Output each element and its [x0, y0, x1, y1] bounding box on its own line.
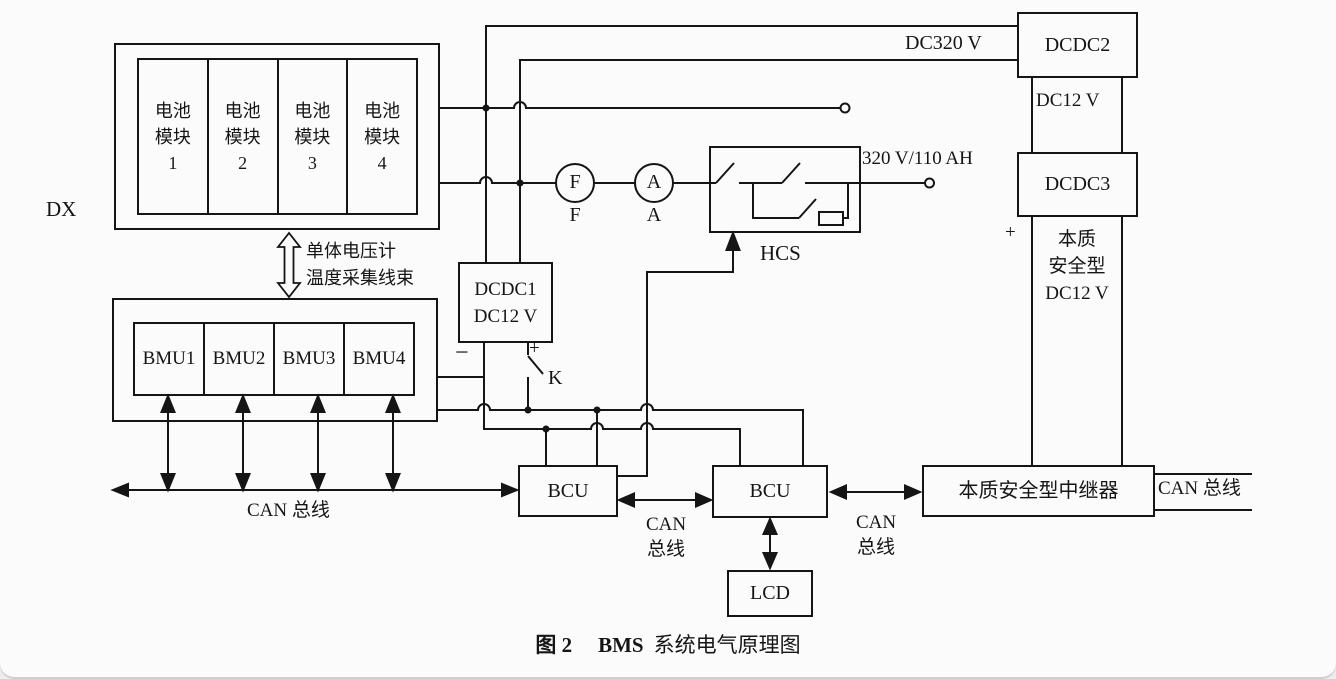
ammeter-symbol	[594, 163, 710, 203]
caption-fig-no: 图 2	[535, 633, 573, 657]
can-bus-left-line	[110, 482, 520, 498]
battery-pack-outer-box	[114, 43, 440, 230]
terminal-negative	[924, 177, 935, 189]
wire-dc12-link	[1031, 78, 1123, 152]
battery-module-1: 电池 模块 1	[154, 100, 191, 173]
caption-title-rest: 系统电气原理图	[653, 633, 801, 657]
fuse-meter-symbol-letter: F	[569, 171, 581, 193]
ammeter-label: A	[646, 204, 662, 226]
harness-double-arrow	[276, 231, 302, 299]
battery-module-4: 电池 模块 4	[346, 60, 416, 213]
battery-module-3: 电池 模块 3	[276, 60, 347, 213]
dcdc2-box: DCDC2	[1017, 12, 1138, 78]
iso-dc12v-label: 本质 安全型 DC12 V	[1045, 229, 1109, 304]
ammeter-symbol-letter: A	[646, 171, 662, 193]
wire-far-right-can	[1155, 473, 1252, 511]
wire-battery-positive	[440, 25, 1017, 262]
dc320v-label: DC320 V	[905, 32, 982, 54]
dx-label: DX	[46, 197, 77, 221]
iso-plus-label: +	[1005, 222, 1016, 243]
dcdc1-plus-label: +	[529, 338, 540, 359]
dcdc3-box: DCDC3	[1017, 152, 1138, 217]
switch-k-label: K	[548, 367, 563, 389]
bmu-4: BMU4	[343, 324, 413, 394]
can-bcu-bcu-arrow	[616, 491, 714, 509]
bmu-3: BMU3	[273, 324, 343, 394]
battery-module-2: 电池 模块 2	[206, 60, 277, 213]
junction-dots	[482, 104, 601, 433]
bmu-2: BMU2	[203, 324, 273, 394]
dcdc1-box: DCDC1 DC12 V	[458, 262, 553, 343]
can-bcu-repeater-arrow	[828, 483, 923, 501]
figure-caption: 图 2 BMS 系统电气原理图	[0, 629, 1336, 659]
wire-12v-plus-rail	[438, 403, 804, 465]
dc12v-label: DC12 V	[1036, 90, 1100, 111]
bmu-1: BMU1	[142, 348, 196, 369]
can-bus-far-right-label: CAN 总线	[1158, 478, 1241, 499]
bmu-can-drops	[160, 393, 401, 493]
dcdc1-minus-label: −	[455, 340, 469, 366]
bcu-right-box: BCU	[712, 465, 828, 518]
can-bus-right-label: CAN 总线	[855, 512, 897, 558]
wire-12v-minus-rail	[438, 343, 741, 465]
battery-module-row: 电池 模块 1 电池 模块 2 电池 模块 3 电池 模块 4	[137, 58, 418, 215]
can-bus-mid-label: CAN 总线	[645, 514, 687, 560]
battery-rating-label: 320 V/110 AH	[862, 148, 973, 169]
switch-k-symbol	[527, 343, 544, 410]
hcs-box	[709, 146, 925, 233]
harness-label: 单体电压计 温度采集线束	[306, 241, 414, 288]
wire-battery-negative	[440, 59, 1017, 262]
hcs-label: HCS	[760, 241, 801, 265]
precharge-resistor	[818, 211, 844, 226]
can-bcu-lcd-arrow	[761, 516, 779, 571]
bcu-left-box: BCU	[518, 465, 618, 517]
wire-iso-dc12-link	[1031, 217, 1123, 465]
can-bus-left-label: CAN 总线	[247, 500, 330, 521]
repeater-box: 本质安全型中继器	[922, 465, 1155, 517]
terminal-positive	[839, 102, 851, 114]
fuse-meter-label: F	[569, 204, 581, 226]
lcd-box: LCD	[727, 570, 813, 617]
caption-title-bold: BMS	[598, 633, 644, 657]
wire-hcs-control	[618, 230, 741, 477]
bmu-row: BMU1 BMU2 BMU3 BMU4	[133, 322, 415, 396]
bmu-outer-box	[112, 298, 438, 422]
